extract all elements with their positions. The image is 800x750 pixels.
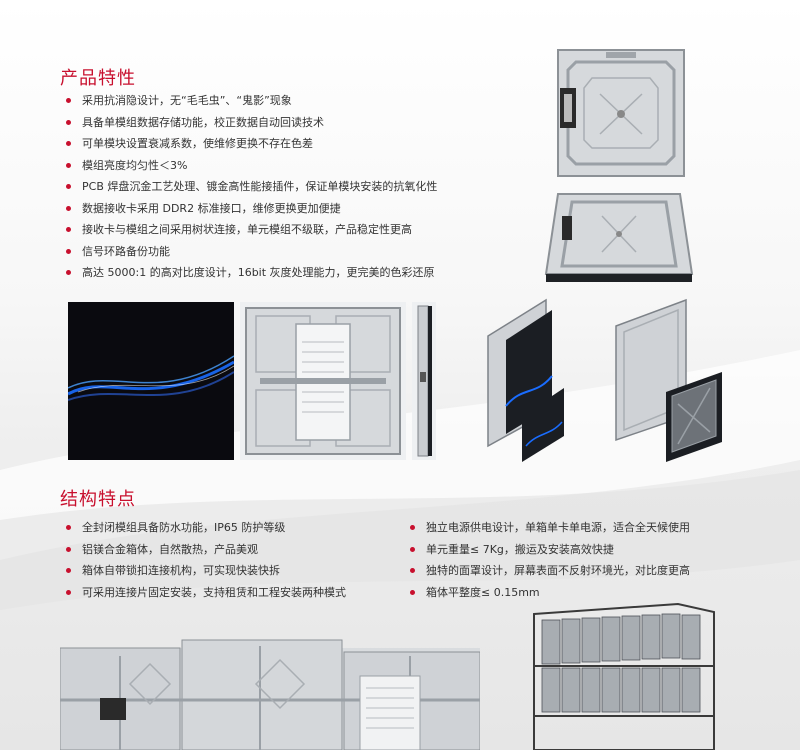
bullet-dot bbox=[410, 589, 415, 595]
screen-wave-image bbox=[68, 302, 234, 460]
list-item: 独立电源供电设计，单箱单卡单电源，适合全天候使用 bbox=[404, 517, 690, 539]
list-item: 接收卡与模组之间采用树状连接，单元模组不级联，产品稳定性更高 bbox=[60, 219, 437, 241]
bullet-dot bbox=[66, 205, 71, 211]
list-item: PCB 焊盘沉金工艺处理、镀金高性能接插件，保证单模块安装的抗氧化性 bbox=[60, 176, 437, 198]
features-list: 采用抗消隐设计，无“毛毛虫”、“鬼影”现象 具备单模组数据存储功能，校正数据自动… bbox=[60, 90, 437, 284]
cabinet-side-image bbox=[412, 302, 436, 460]
list-item: 箱体自带锁扣连接机构，可实现快装快拆 bbox=[60, 560, 346, 582]
bullet-dot bbox=[410, 568, 415, 573]
list-item: 高达 5000:1 的高对比度设计，16bit 灰度处理能力，更完美的色彩还原 bbox=[60, 262, 437, 284]
cabinet-rack-image bbox=[533, 602, 715, 750]
list-item: 箱体平整度≤ 0.15mm bbox=[404, 582, 690, 604]
list-item: 单元重量≤ 7Kg，搬运及安装高效快捷 bbox=[404, 539, 690, 561]
structure-list-left: 全封闭模组具备防水功能，IP65 防护等级 铝镁合金箱体，自然散热，产品美观 箱… bbox=[60, 517, 346, 603]
list-item: 信号环路备份功能 bbox=[60, 241, 437, 263]
structure-list-right: 独立电源供电设计，单箱单卡单电源，适合全天候使用 单元重量≤ 7Kg，搬运及安装… bbox=[404, 517, 690, 603]
list-item: 采用抗消隐设计，无“毛毛虫”、“鬼影”现象 bbox=[60, 90, 437, 112]
bullet-dot bbox=[66, 184, 71, 189]
bullet-dot bbox=[66, 227, 71, 232]
bullet-dot bbox=[66, 141, 71, 146]
list-item: 独特的面罩设计，屏幕表面不反射环境光，对比度更高 bbox=[404, 560, 690, 582]
list-item: 全封闭模组具备防水功能，IP65 防护等级 bbox=[60, 517, 346, 539]
structure-title: 结构特点 bbox=[60, 489, 136, 510]
cabinet-frame-image bbox=[240, 302, 406, 460]
bullet-dot bbox=[66, 248, 71, 254]
bullet-dot bbox=[66, 589, 71, 595]
cabinet-exploded-image-1 bbox=[487, 298, 564, 462]
list-item: 铝镁合金箱体，自然散热，产品美观 bbox=[60, 539, 346, 561]
list-item: 数据接收卡采用 DDR2 标准接口，维修更换更加便捷 bbox=[60, 198, 437, 220]
list-item: 模组亮度均匀性＜3% bbox=[60, 155, 437, 177]
cabinet-exploded-image-2 bbox=[615, 298, 722, 462]
bullet-dot bbox=[66, 525, 71, 530]
features-title: 产品特性 bbox=[60, 68, 136, 89]
bullet-dot bbox=[66, 568, 71, 573]
bullet-dot bbox=[66, 162, 71, 168]
bullet-dot bbox=[66, 119, 71, 125]
list-item: 可采用连接片固定安装，支持租赁和工程安装两种模式 bbox=[60, 582, 346, 604]
bullet-dot bbox=[66, 546, 71, 552]
cabinet-back-image bbox=[557, 49, 685, 177]
list-item: 可单模块设置衰减系数，使维修更换不存在色差 bbox=[60, 133, 437, 155]
bullet-dot bbox=[410, 546, 415, 552]
list-item: 具备单模组数据存储功能，校正数据自动回读技术 bbox=[60, 112, 437, 134]
bullet-dot bbox=[410, 525, 415, 530]
cabinet-angled-image bbox=[544, 193, 694, 282]
cabinet-array-image bbox=[60, 639, 480, 750]
bullet-dot bbox=[66, 98, 71, 103]
bullet-dot bbox=[66, 270, 71, 275]
